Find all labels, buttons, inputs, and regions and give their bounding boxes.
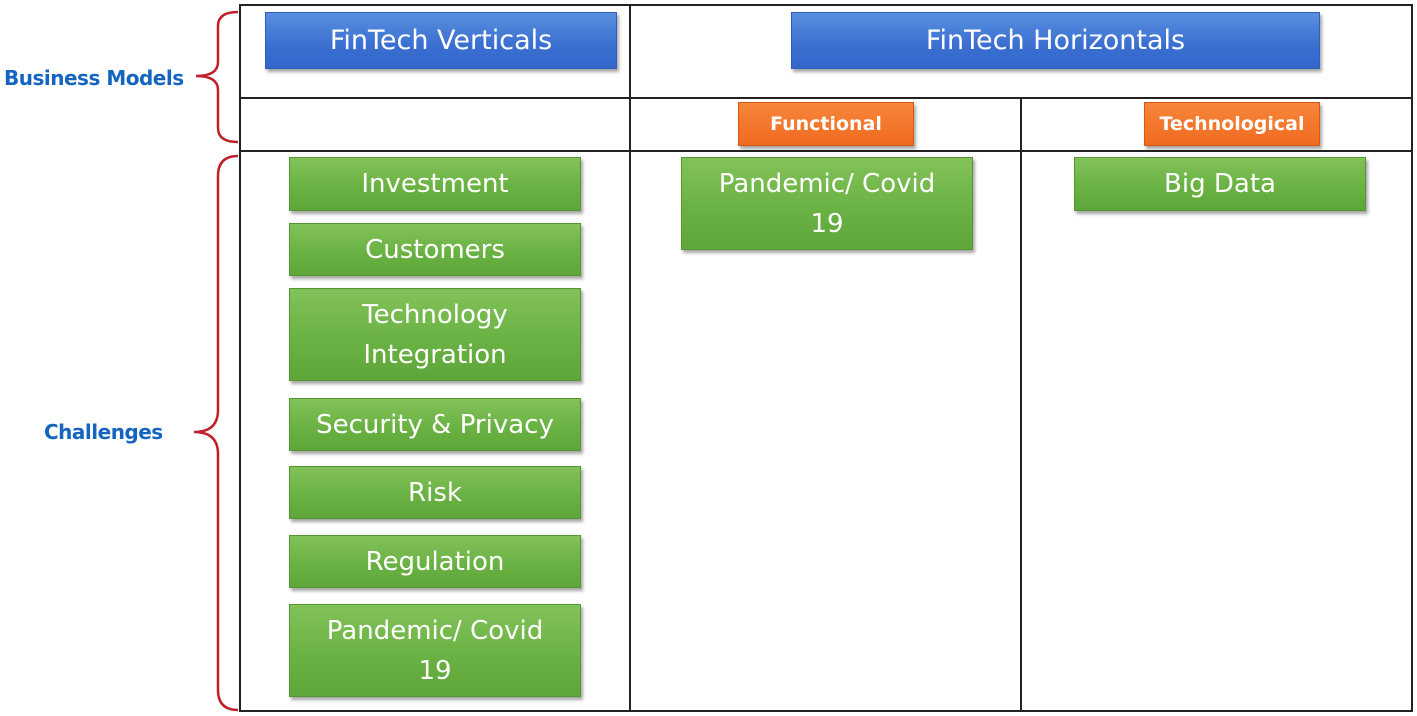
challenge-label: Big Data (1164, 169, 1276, 199)
grid-col-divider-2 (1020, 98, 1022, 712)
grid-col-divider-1 (629, 4, 631, 712)
technological-header: Technological (1144, 102, 1320, 146)
braces (193, 10, 239, 712)
business-models-brace (195, 10, 239, 144)
grid-row-divider-2 (240, 150, 1413, 152)
challenge-label: Pandemic/ Covid 19 (326, 615, 544, 686)
challenges-brace (193, 154, 239, 712)
challenge-technology-integration: Technology Integration (289, 288, 581, 381)
functional-header: Functional (738, 102, 914, 146)
grid-top-border (240, 4, 1413, 6)
functional-text: Functional (770, 113, 882, 135)
challenge-security-privacy: Security & Privacy (289, 398, 581, 451)
fintech-verticals-text: FinTech Verticals (329, 25, 553, 56)
challenge-investment: Investment (289, 157, 581, 211)
fintech-horizontals-text: FinTech Horizontals (925, 25, 1186, 56)
challenge-label: Investment (361, 169, 509, 199)
challenge-label: Technology Integration (362, 299, 508, 370)
grid-left-border (239, 4, 241, 712)
grid-right-border (1411, 4, 1413, 712)
fintech-verticals-header: FinTech Verticals (265, 12, 617, 69)
grid-bottom-border (240, 710, 1413, 712)
challenge-label: Pandemic/ Covid 19 (718, 168, 936, 239)
fintech-horizontals-header: FinTech Horizontals (791, 12, 1320, 69)
challenge-label: Regulation (365, 546, 505, 577)
business-models-label: Business Models (4, 66, 184, 90)
challenge-label: Security & Privacy (316, 409, 554, 440)
challenges-label: Challenges (44, 420, 163, 444)
challenge-regulation: Regulation (289, 535, 581, 588)
challenge-risk: Risk (289, 466, 581, 519)
technological-text: Technological (1159, 113, 1305, 135)
technological-challenge-big-data: Big Data (1074, 157, 1366, 211)
grid-row-divider-1 (240, 97, 1413, 99)
challenge-pandemic-covid-19: Pandemic/ Covid 19 (289, 604, 581, 697)
challenge-customers: Customers (289, 223, 581, 276)
challenge-label: Customers (365, 234, 505, 265)
functional-challenge-pandemic-covid-19: Pandemic/ Covid 19 (681, 157, 973, 250)
challenge-label: Risk (408, 477, 462, 508)
